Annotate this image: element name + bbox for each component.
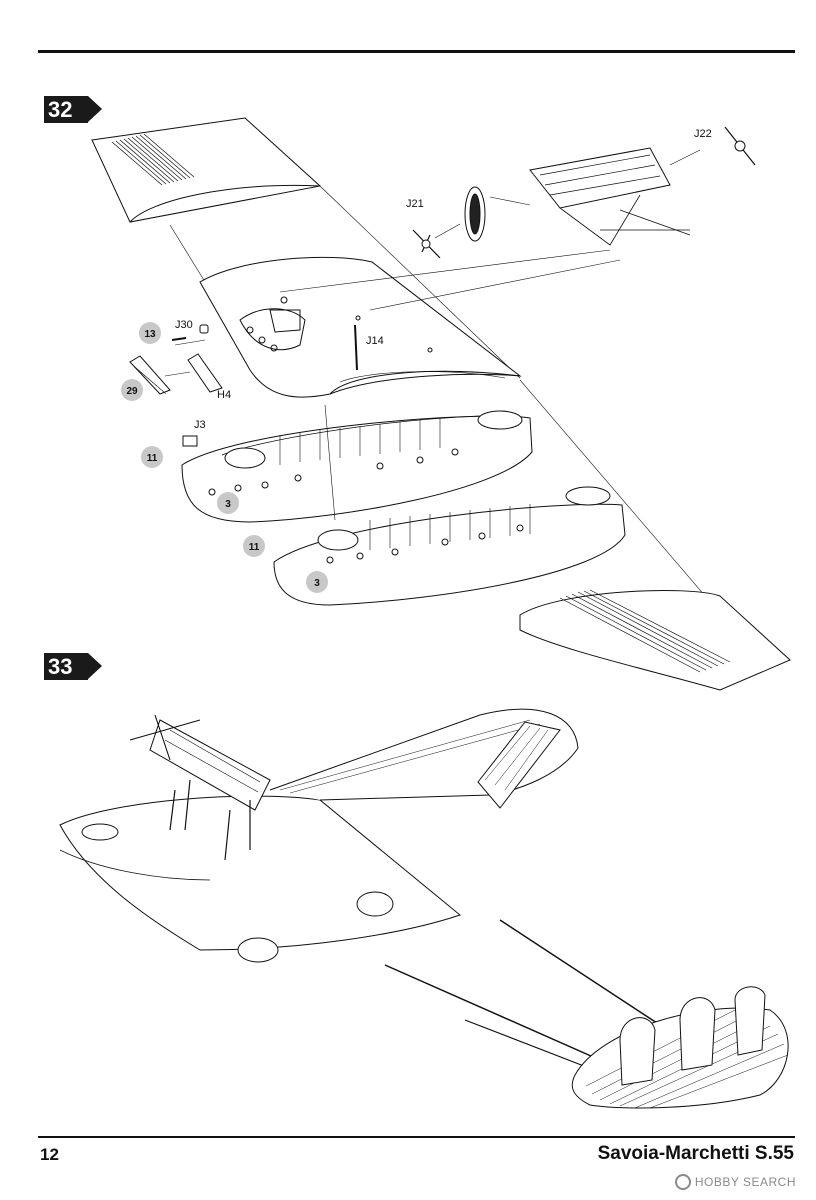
- part-labels: J22 J21 J30 J14 H4 J3: [175, 128, 712, 431]
- document-title: Savoia-Marchetti S.55: [597, 1143, 794, 1164]
- part-label: J21: [406, 198, 424, 210]
- ref-number: 3: [314, 578, 320, 589]
- outer-wing-panel-left: [91, 117, 322, 223]
- hull-right: [273, 503, 626, 606]
- fin-3: [734, 986, 766, 1056]
- part-label: H4: [217, 389, 231, 401]
- part-j14: [354, 324, 358, 371]
- step-number: 33: [48, 654, 73, 679]
- ref-number: 11: [147, 453, 158, 464]
- fin-1: [619, 1017, 656, 1086]
- step-number: 32: [48, 97, 73, 122]
- part-j30: [171, 337, 187, 341]
- outer-wing-panel-right: [519, 589, 791, 691]
- bottom-rule: [38, 1136, 795, 1138]
- part-label: J30: [175, 319, 193, 331]
- part-label: J3: [194, 419, 206, 431]
- top-rule: [38, 50, 795, 53]
- step-32-badge: 32: [44, 96, 104, 123]
- ref-number: 3: [225, 499, 231, 510]
- watermark: HOBBY SEARCH: [674, 1174, 796, 1190]
- part-h4-frame: [187, 353, 223, 393]
- part-label: J22: [694, 128, 712, 140]
- watermark-text: HOBBY SEARCH: [694, 1175, 796, 1189]
- engine-unit: [529, 147, 671, 209]
- center-wing-section: [199, 256, 522, 398]
- part-j3: [182, 435, 198, 447]
- tail-boom-lower: [384, 964, 601, 1061]
- hobby-search-logo-icon: [674, 1174, 691, 1190]
- hull-left: [181, 415, 533, 523]
- fin-2: [679, 997, 716, 1071]
- assembled-wing-center: [59, 795, 462, 951]
- page-number: 12: [40, 1145, 59, 1164]
- step-33-badge: 33: [44, 653, 104, 680]
- reference-circles: [121, 322, 328, 593]
- part-label: J14: [366, 335, 384, 347]
- ref-number: 29: [126, 386, 138, 397]
- ref-number: 13: [144, 329, 156, 340]
- ref-numbers: 13 29 11 3 11 3: [126, 329, 320, 589]
- tail-boom-upper: [499, 919, 661, 1026]
- part-29-frame: [129, 355, 171, 395]
- ref-number: 11: [249, 542, 260, 553]
